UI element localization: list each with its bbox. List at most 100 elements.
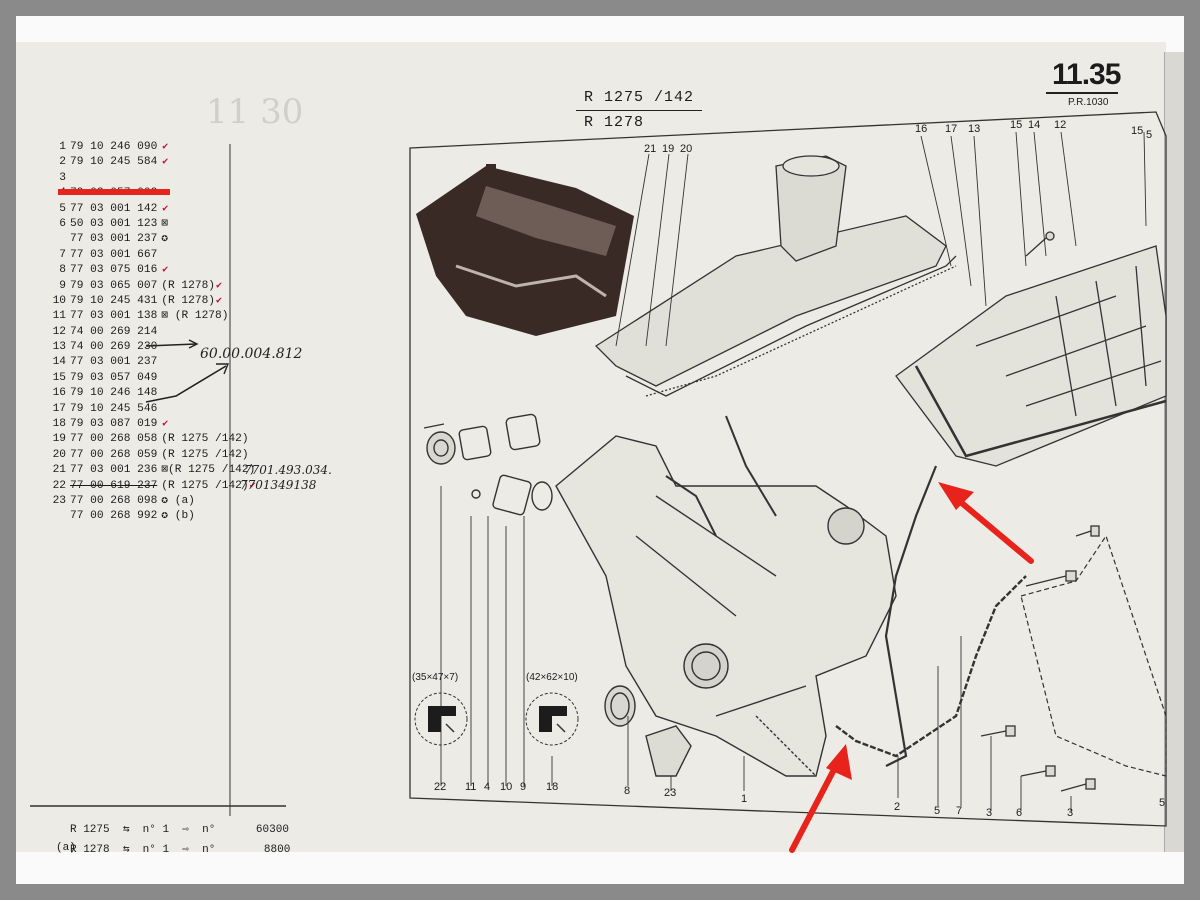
callout-top-16: 16 — [915, 123, 927, 135]
timing-cover — [555, 435, 897, 777]
part-reference: 79 10 246 090 — [70, 141, 158, 153]
leader-lines — [440, 131, 1147, 811]
callout-bottom-23: 23 — [664, 787, 676, 799]
part-row: 13 74 00 269 230 — [48, 340, 256, 355]
seal-detail-left: (35×47×7) — [412, 672, 468, 746]
callout-bottom-1: 1 — [741, 793, 747, 805]
rear-cover-outline — [1020, 534, 1167, 777]
part-reference: 77 00 619 237 — [70, 479, 158, 492]
serial-number: 8800 — [263, 844, 291, 856]
check-mark-icon: ✔ — [216, 295, 223, 307]
part-reference: 77 00 268 059 — [70, 448, 158, 461]
part-index: 8 — [59, 264, 66, 277]
part-note: ⊠ — [161, 217, 169, 230]
handwritten-note-13: 60.00.004.812 — [200, 346, 303, 362]
callout-bottom-3b: 3 — [1067, 807, 1073, 819]
seals-washers — [426, 413, 692, 777]
part-row: 3 — [48, 171, 256, 186]
part-reference: 79 10 246 148 — [70, 387, 158, 400]
callout-bottom-22: 22 — [434, 781, 446, 793]
part-index: 7 — [59, 248, 66, 261]
part-note: ✪ — [161, 233, 169, 246]
check-mark-icon: ✔ — [162, 142, 169, 153]
part-row: 077 00 268 992✪ (b) — [48, 509, 256, 524]
check-mark-icon: ✔ — [162, 157, 169, 169]
gaskets — [665, 415, 1027, 767]
check-mark-icon: ✔ — [162, 265, 169, 277]
serial-row: R 1278 ⇆ n° 1 ⇨ n° 8800 — [46, 840, 290, 860]
part-index: 13 — [52, 341, 66, 354]
part-index: 12 — [52, 325, 66, 338]
callout-bottom-18: 18 — [546, 781, 558, 793]
part-index: 21 — [52, 464, 66, 477]
part-reference: 79 10 245 431 — [70, 294, 158, 307]
arrow-right-icon: ⇨ — [175, 844, 196, 856]
part-row: 20 77 00 268 059(R 1275 /142) — [48, 448, 256, 463]
part-reference: 79 10 245 546 — [70, 402, 158, 415]
red-arrows — [789, 482, 1034, 853]
callout-top-14: 14 — [1028, 119, 1040, 131]
part-index: 15 — [52, 371, 66, 384]
part-index: 19 — [52, 433, 66, 446]
part-reference: 74 00 269 230 — [70, 341, 158, 354]
part-note: (R 1275 /142) — [161, 448, 249, 461]
part-reference: 79 03 087 019 — [70, 418, 158, 431]
engine-thumbnail — [416, 164, 634, 336]
part-index: 23 — [52, 494, 66, 507]
callout-top-15b: 15 — [1131, 125, 1143, 137]
part-reference: 50 03 001 123 — [70, 217, 158, 230]
exploded-diagram: 21 19 20 16 17 13 15 14 12 15 5 22 11 4 … — [30, 111, 1167, 853]
part-reference: 77 03 075 016 — [70, 264, 158, 277]
model-line-1: R 1275 /142 — [576, 86, 703, 111]
callout-top-13: 13 — [968, 123, 980, 135]
part-index: 1 — [59, 141, 66, 153]
red-arrow-lower-head — [826, 744, 852, 780]
serial-model: R 1278 — [70, 844, 110, 856]
callout-bottom-4: 4 — [484, 781, 490, 793]
footer-note-mark: (a) — [56, 842, 76, 854]
part-index: 6 — [59, 217, 66, 230]
part-row: 8 77 03 075 016 ✔ — [48, 263, 256, 278]
serial-to: n° — [202, 844, 216, 856]
diagram-frame — [409, 111, 1167, 827]
callout-bottom-10: 10 — [500, 781, 512, 793]
callout-bottom-5b: 5 — [1159, 797, 1165, 809]
part-note: (R 1275 /142) — [161, 433, 249, 446]
part-index: 20 — [52, 448, 66, 461]
part-reference: 77 03 001 138 — [70, 310, 158, 323]
seal-dim-left: (35×47×7) — [412, 672, 458, 683]
page-number-rule — [1046, 92, 1118, 94]
callout-bottom-7: 7 — [956, 805, 962, 817]
red-underline-highlight — [58, 189, 170, 195]
part-note: (R 1278) — [161, 294, 215, 307]
check-mark-icon: ✔ — [162, 203, 169, 215]
callout-top-5: 5 — [1146, 129, 1152, 141]
callout-bottom-11: 11 — [465, 781, 476, 793]
parts-list: 179 10 246 090✔279 10 245 584✔3479 03 05… — [48, 140, 256, 525]
callout-top-20: 20 — [680, 143, 692, 155]
callout-top-17: 17 — [945, 123, 957, 135]
catalog-page: 11 30 R 1275 /142 R 1278 11.35 P.R.1030 … — [16, 16, 1184, 884]
serial-row: R 1275 ⇆ n° 1 ⇨ n° 60300 — [46, 820, 290, 840]
part-reference: 79 03 057 049 — [70, 371, 158, 384]
part-reference: 79 03 065 007 — [70, 279, 158, 292]
red-arrow-upper-head — [938, 482, 974, 510]
hand-arrow-head-17 — [216, 363, 230, 375]
callout-bottom-8: 8 — [624, 785, 630, 797]
part-reference: 77 00 268 992 — [70, 510, 158, 523]
part-note: ⊠(R 1275 /142) — [161, 464, 256, 477]
part-reference: 77 00 268 098 — [70, 494, 158, 507]
serial-to: n° — [202, 824, 216, 836]
part-index: 18 — [52, 418, 66, 431]
bolts — [423, 231, 1100, 792]
